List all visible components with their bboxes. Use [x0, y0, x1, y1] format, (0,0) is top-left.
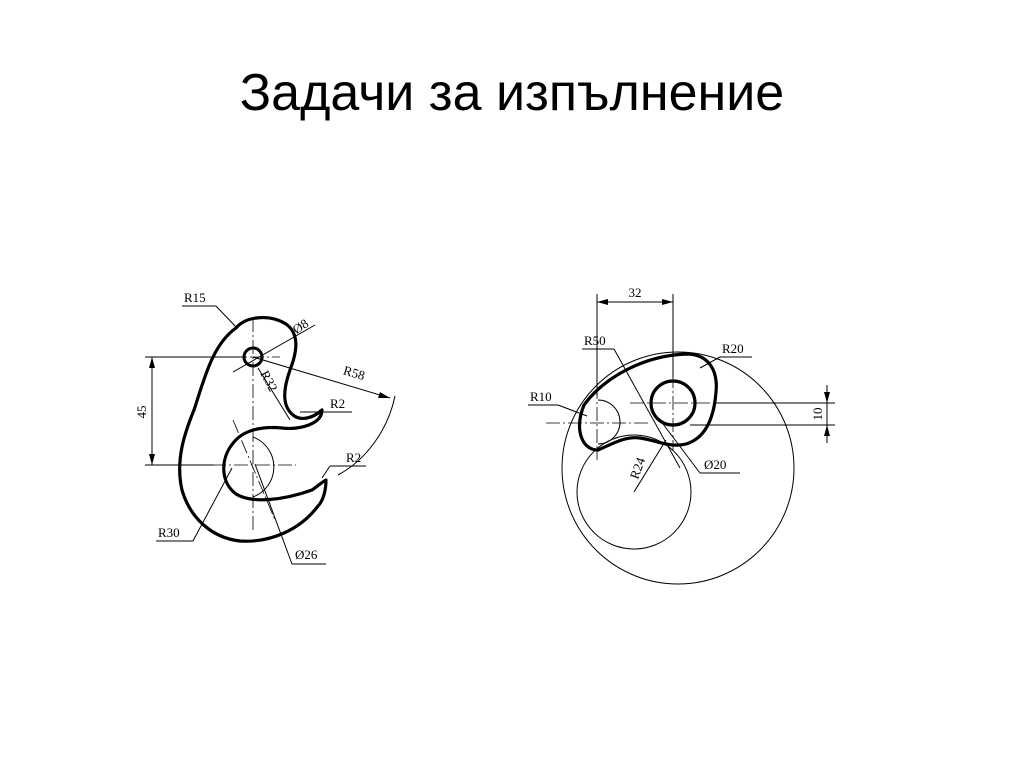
- cam-r24-label: R24: [627, 455, 649, 481]
- cam-dim-32-label: 32: [629, 285, 642, 300]
- hook-dim-45-label: 45: [134, 406, 149, 419]
- hook-r15-label: R15: [184, 290, 206, 305]
- cam-r24-leader: [633, 439, 667, 493]
- cam-arrow-10-bottom: [824, 425, 830, 436]
- hook-d8-leader: [232, 324, 316, 373]
- hook-d26-leader: [254, 463, 293, 565]
- hook-r30-leader-diag: [192, 467, 233, 542]
- hook-r58-label: R58: [342, 363, 367, 383]
- cam-r10-leader: [557, 404, 588, 417]
- cam-d20-leader: [659, 419, 701, 474]
- cam-large-circle: [561, 351, 795, 585]
- cam-r50-leader: [613, 348, 681, 469]
- hook-d26-label: Ø26: [295, 547, 318, 562]
- hook-r32-leader: [257, 367, 291, 421]
- slide-title: Задачи за изпълнение: [239, 64, 785, 122]
- hook-outline: [178, 316, 328, 543]
- hook-r2-top-label: R2: [330, 396, 345, 411]
- cam-r50-label: R50: [584, 333, 606, 348]
- cam-arrow-32-left: [597, 299, 608, 305]
- hook-r15-leader-diag: [215, 305, 237, 328]
- hook-r58-arrow: [378, 392, 390, 398]
- hook-arrow-45-top: [149, 357, 155, 368]
- cam-r10-label: R10: [530, 389, 552, 404]
- cam-r10-arc: [597, 399, 621, 445]
- cam-arrow-10-top: [824, 392, 830, 403]
- cam-r20-label: R20: [722, 341, 744, 356]
- hook-r58-leader: [252, 356, 391, 399]
- cam-outline: [578, 352, 718, 452]
- cam-arrow-32-right: [662, 299, 673, 305]
- hook-r58-arc: [337, 395, 396, 476]
- cam-dim-10-label: 10: [810, 408, 825, 421]
- hook-drawing: 45 R15 Ø8 R32 R58 R2 R2: [134, 290, 396, 565]
- hook-d8-label: Ø8: [290, 315, 312, 336]
- hook-r32-label: R32: [257, 368, 280, 394]
- cam-r20-leader: [699, 356, 721, 369]
- cam-drawing: 32 R50 R20 R10 10 R24: [528, 285, 835, 585]
- cam-r24-circle: [576, 434, 692, 550]
- hook-r2-bottom-leader-diag: [321, 465, 331, 479]
- cam-d20-label: Ø20: [704, 457, 726, 472]
- hook-r2-bottom-label: R2: [346, 450, 361, 465]
- hook-construction-arc: [252, 436, 275, 498]
- cam-hole-d20: [649, 379, 697, 427]
- hook-arrow-45-bottom: [149, 454, 155, 465]
- hook-r30-label: R30: [158, 525, 180, 540]
